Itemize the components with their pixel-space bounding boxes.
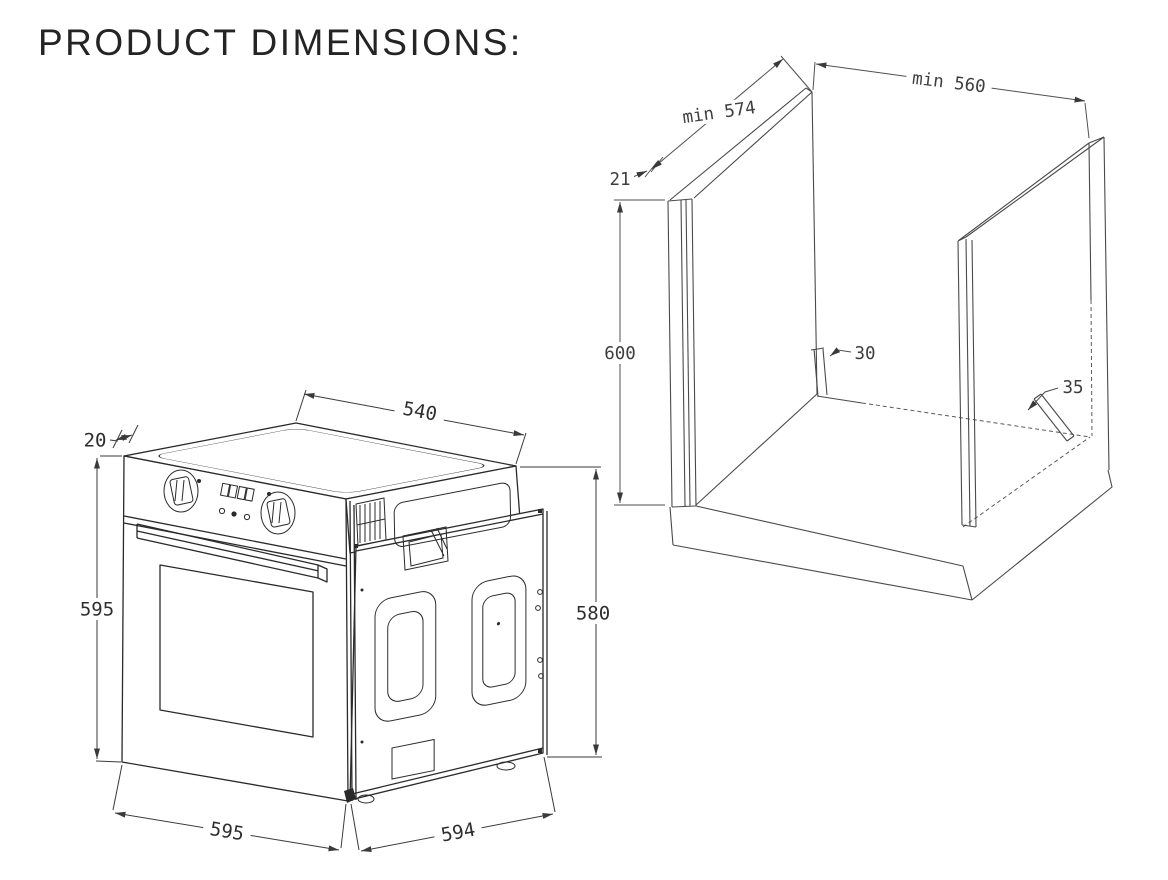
cabinet-dimensions: min 574 21 min 560 [601, 55, 1090, 506]
dim-side-slot: 35 [1060, 377, 1086, 398]
right-knob-icon [266, 498, 291, 528]
leveling-foot-icon [357, 794, 375, 804]
dim-side-depth: 594 [432, 816, 484, 848]
dim-front-height: 595 [79, 598, 115, 621]
side-panel-details [344, 509, 548, 804]
left-knob-dot-icon [197, 479, 201, 483]
dim-body-height: 580 [571, 602, 615, 625]
oven-control-panel [123, 469, 347, 567]
corner-foot-icon [344, 788, 356, 803]
screw-icon [537, 589, 543, 595]
oven-dimensions: 20 595 540 [79, 389, 615, 852]
side-bottom-rail [351, 747, 544, 795]
band-inset-panel [393, 482, 512, 547]
left-knob-grip [174, 479, 185, 502]
dim-front-height-label: 595 [80, 599, 114, 621]
cabinet-right-panel [957, 136, 1110, 528]
door-window [159, 564, 314, 738]
dim-panel-depth: min 574 [675, 96, 763, 128]
side-top-rail [355, 513, 544, 552]
oven-vent-grille [355, 497, 387, 547]
oven-front-seam [349, 500, 357, 802]
rail-bolt-icon [538, 509, 542, 513]
screw-icon [535, 605, 541, 611]
side-emboss-right [471, 575, 527, 706]
dim-niche-width-label: min 560 [911, 69, 987, 98]
page-title: PRODUCT DIMENSIONS: [38, 22, 523, 63]
oven-isometric-view: 20 595 540 [79, 389, 615, 852]
right-knob-grip [271, 501, 282, 524]
dim-back-slot-label: 30 [854, 344, 875, 364]
left-knob-ring-icon [163, 469, 199, 513]
screw-icon [360, 588, 364, 592]
screw-icon [538, 673, 544, 679]
dim-body-height-label: 580 [576, 603, 610, 625]
side-bottom-plate [391, 738, 435, 780]
cabinet-side-slot [1033, 393, 1075, 442]
oven-front-fascia [121, 455, 349, 802]
dim-panel-depth-label: min 574 [681, 98, 757, 128]
control-band-seams [123, 515, 347, 567]
door-handle-end [317, 564, 328, 583]
dim-panel-thickness: 21 [606, 169, 634, 190]
rail-bolt-icon [354, 544, 358, 548]
dim-niche-width: min 560 [905, 66, 993, 98]
dim-front-width: 595 [201, 816, 253, 846]
oven-door [136, 523, 328, 738]
left-knob-icon [169, 476, 194, 506]
screw-icon [360, 740, 364, 744]
door-handle [136, 523, 320, 579]
dim-front-overhang: 20 [81, 429, 109, 452]
rail-bolt-icon [538, 749, 542, 753]
dim-panel-thickness-label: 21 [609, 170, 630, 190]
dim-side-slot-label: 35 [1062, 378, 1083, 398]
dim-body-top-depth: 540 [393, 395, 447, 427]
panel-button-icon [231, 511, 237, 517]
oven-body [121, 422, 544, 802]
dim-body-top-depth-label: 540 [401, 398, 439, 426]
leveling-foot-icon [496, 761, 516, 771]
dim-niche-height: 600 [601, 342, 639, 364]
panel-button-icon [243, 513, 251, 521]
oven-side-panel [349, 508, 544, 801]
dim-front-width-label: 595 [208, 818, 245, 845]
cabinet-cutout-view: min 574 21 min 560 [601, 55, 1113, 601]
cabinet-left-panel [667, 87, 818, 508]
right-knob-dot-icon [267, 492, 271, 496]
dim-front-overhang-label: 20 [84, 430, 107, 452]
side-emboss-left [374, 591, 437, 722]
digital-display-icon [219, 482, 255, 502]
oven-top-inset-panel [158, 429, 485, 493]
dim-back-slot: 30 [852, 343, 878, 364]
cabinet-floor-and-base [669, 395, 1113, 601]
screw-icon [537, 657, 543, 663]
cabinet-back-slot [810, 347, 828, 397]
panel-button-icon [218, 507, 226, 515]
side-handle-recess [402, 526, 449, 571]
right-knob-ring-icon [260, 491, 296, 535]
dim-niche-height-label: 600 [604, 344, 636, 364]
dim-side-depth-label: 594 [439, 819, 477, 847]
